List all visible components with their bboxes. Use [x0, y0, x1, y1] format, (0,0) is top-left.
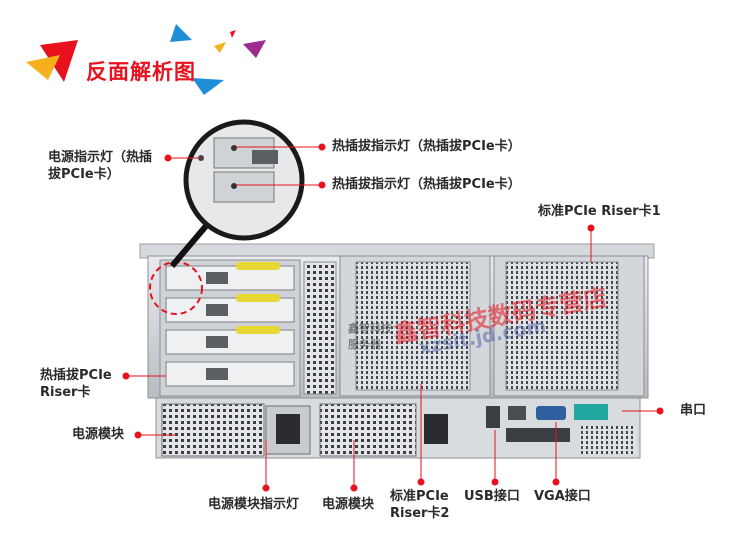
dot-hotplug-riser: [122, 372, 130, 380]
vga-port: [536, 406, 566, 420]
label-power-indicator-line1: 电源指示灯（热插: [48, 150, 153, 165]
label-riser2-line1: 标准PCIe: [390, 489, 449, 504]
port-4: [206, 368, 228, 380]
dot-psu-indicator: [262, 484, 270, 492]
red-triangle: [40, 40, 78, 82]
label-power-indicator-line2: 拔PCIe卡）: [48, 167, 120, 182]
dot-riser2: [417, 478, 425, 486]
zoom-slot-2: [213, 171, 275, 203]
label-hotplug-indicator-2: 热插拔指示灯（热插拔PCIe卡）: [332, 177, 521, 192]
zoom-led-2: [231, 183, 237, 189]
blue-triangle-top: [170, 24, 192, 42]
label-riser2-line2: Riser卡2: [390, 506, 450, 521]
zoom-led-1: [231, 145, 237, 151]
dot-psu-mid: [350, 484, 358, 492]
label-vga: VGA接口: [534, 489, 591, 504]
label-psu-indicator: 电源模块指示灯: [208, 497, 300, 512]
psu-left: [161, 403, 265, 457]
label-psu-left: 电源模块: [72, 427, 125, 442]
port-3: [206, 336, 228, 348]
riser2-slots: [355, 261, 471, 391]
vent-column: [303, 261, 337, 395]
dot-riser1: [587, 224, 595, 232]
orange-triangle: [214, 42, 226, 53]
usb-ports: [486, 406, 500, 428]
port-2: [206, 304, 228, 316]
purple-triangle: [243, 40, 266, 58]
lan-port: [508, 406, 526, 420]
pcie-card-4: [165, 361, 295, 387]
label-usb: USB接口: [464, 489, 520, 504]
zoom-led-left: [198, 155, 204, 161]
page-title: 反面解析图: [86, 60, 196, 84]
zoom-line-1: [169, 224, 209, 268]
blue-triangle-right: [192, 78, 224, 95]
lower-vent: [580, 426, 636, 454]
yellow-triangle: [26, 55, 60, 80]
dot-hotplug-1: [318, 143, 326, 151]
dot-usb: [491, 478, 499, 486]
yellow-latch-1: [236, 262, 280, 270]
psu-mid: [319, 403, 417, 457]
port-1: [206, 272, 228, 284]
label-hotplug-riser-line1: 热插拔PCIe: [40, 368, 112, 383]
sfp-ports: [506, 428, 570, 442]
dot-hotplug-2: [318, 181, 326, 189]
label-hotplug-indicator-1: 热插拔指示灯（热插拔PCIe卡）: [332, 139, 521, 154]
dot-left-top: [164, 154, 172, 162]
label-serial-port: 串口: [680, 403, 707, 418]
label-psu-mid: 电源模块: [322, 497, 375, 512]
dot-psu-left: [134, 431, 142, 439]
psu-left-socket: [276, 414, 300, 444]
watermark-small-2: 服务器: [348, 338, 381, 351]
zoom-port: [252, 150, 278, 164]
riser1-slots: [505, 261, 619, 391]
watermark-small-1: 鑫智科技: [348, 322, 392, 335]
yellow-latch-2: [236, 294, 280, 302]
serial-port-shape: [574, 404, 608, 420]
red-small-triangle: [230, 30, 236, 38]
label-hotplug-riser-line2: Riser卡: [40, 385, 91, 400]
psu-mid-socket: [424, 414, 448, 444]
dot-serial: [656, 407, 664, 415]
yellow-latch-3: [236, 326, 280, 334]
dot-vga: [552, 478, 560, 486]
label-riser1: 标准PCIe Riser卡1: [538, 204, 661, 219]
